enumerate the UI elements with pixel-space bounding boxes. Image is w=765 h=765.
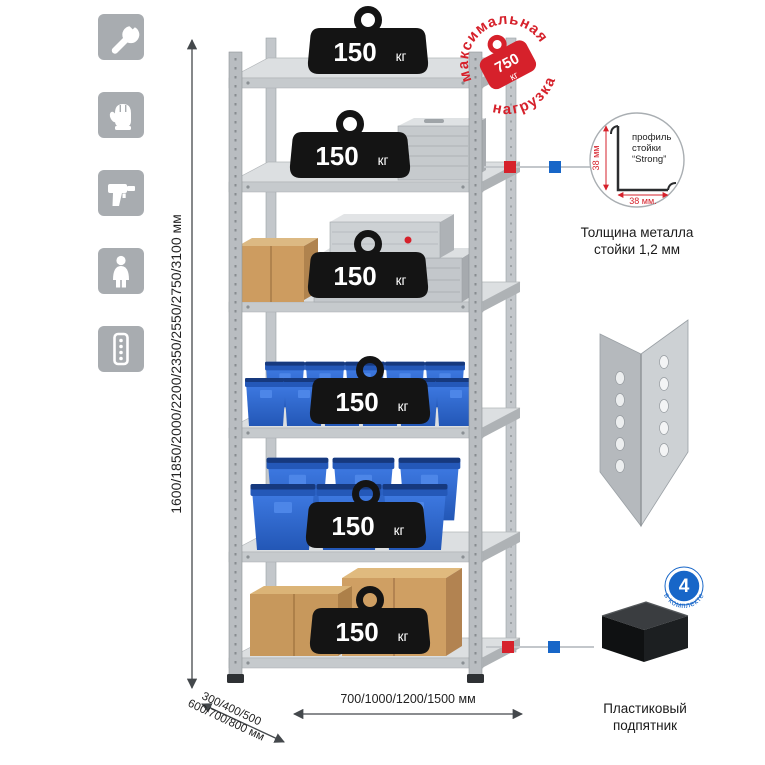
profile-label-3: “Strong” (632, 154, 666, 165)
wrench-icon (98, 14, 144, 60)
badge-number: 4 (679, 576, 690, 597)
blue-marker (549, 161, 561, 173)
load-value: 150 (335, 387, 378, 417)
gloves-icon-glyph (109, 104, 131, 130)
load-value: 150 (333, 37, 376, 67)
shelf-load-badge: 150 кг (290, 114, 410, 179)
profile-dim-vertical: 38 мм (591, 146, 601, 171)
profile-caption-line1: Толщина металла (580, 225, 694, 240)
person-icon-glyph (113, 255, 129, 288)
quantity-badge: 4 в комплекте (662, 566, 706, 610)
case-logo-dot (404, 236, 412, 244)
bottom-connector (486, 641, 594, 653)
drill-icon (98, 170, 144, 216)
profile-detail: 38 мм 38 мм. профиль стойки “Strong” (589, 112, 685, 208)
shelf-load-badge: 150 кг (310, 590, 430, 655)
depth-dimension: 300/400/500 600/700/800 мм (186, 690, 285, 744)
load-value: 150 (315, 141, 358, 171)
plastic-foot-image (601, 601, 689, 662)
load-unit: кг (394, 523, 405, 538)
load-unit: кг (398, 629, 409, 644)
shelf-load-badge: 150 кг (308, 234, 428, 299)
top-connector (484, 161, 590, 173)
load-unit: кг (378, 153, 389, 168)
load-value: 150 (335, 617, 378, 647)
icon-column (98, 14, 144, 372)
height-dimension: 1600/1850/2000/2200/2350/2550/2750/3100 … (168, 38, 198, 690)
angle-post-image (599, 319, 689, 528)
rack-foot (227, 674, 244, 683)
profile-dim-horizontal: 38 мм. (629, 196, 656, 206)
foot-caption-line1: Пластиковый (603, 701, 687, 716)
blue-marker (548, 641, 560, 653)
foot-caption: Пластиковый подпятник (568, 700, 722, 734)
load-unit: кг (398, 399, 409, 414)
width-dimension: 700/1000/1200/1500 мм (292, 692, 524, 720)
width-dimension-label: 700/1000/1200/1500 мм (340, 692, 475, 706)
gloves-icon (98, 92, 144, 138)
load-value: 150 (333, 261, 376, 291)
profile-label-1: профиль (632, 132, 671, 143)
red-marker (502, 641, 514, 653)
perforated-profile-icon-glyph (113, 332, 129, 366)
stamp-weight: 750 кг (479, 34, 537, 90)
height-dimension-label: 1600/1850/2000/2200/2350/2550/2750/3100 … (168, 214, 184, 514)
foot-caption-line2: подпятник (612, 718, 678, 733)
load-unit: кг (396, 273, 407, 288)
shelf-load-badge: 150 кг (308, 10, 428, 75)
wrench-icon-glyph (111, 16, 140, 54)
drill-icon-glyph (108, 184, 135, 206)
red-marker (504, 161, 516, 173)
shelf-load-badge: 150 кг (306, 484, 426, 549)
perforated-profile-icon (98, 326, 144, 372)
cardboard-box (238, 238, 318, 302)
load-value: 150 (331, 511, 374, 541)
person-icon (98, 248, 144, 294)
load-unit: кг (396, 49, 407, 64)
profile-caption-line2: стойки 1,2 мм (593, 242, 681, 257)
rack-foot (467, 674, 484, 683)
shelf-load-badge: 150 кг (310, 360, 430, 425)
profile-caption: Толщина металла стойки 1,2 мм (560, 224, 714, 258)
shelving-rack: 150 кг 150 кг 150 кг 150 кг 150 кг (227, 10, 521, 683)
profile-label-2: стойки (632, 143, 661, 154)
max-load-stamp: максимальная нагрузка 750 кг (436, 0, 567, 130)
